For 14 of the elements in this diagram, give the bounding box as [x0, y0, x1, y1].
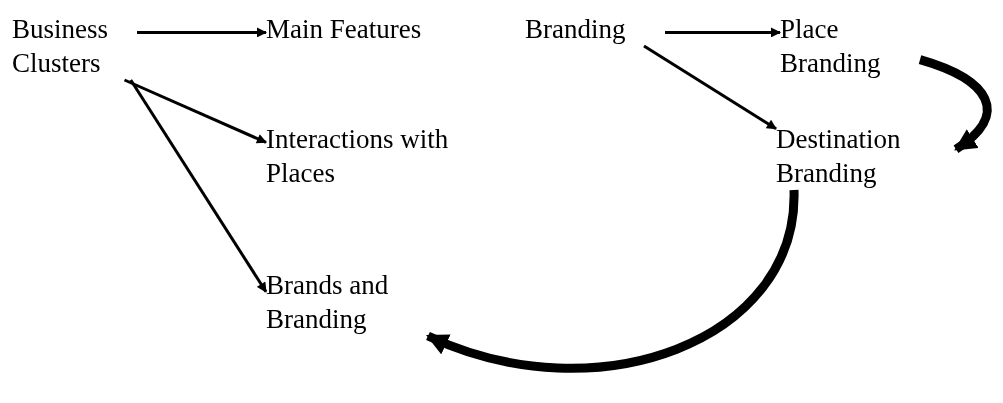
arrow: [137, 27, 267, 38]
node-label: Main Features: [266, 12, 481, 46]
arrow: [129, 79, 268, 293]
arrow: [643, 44, 777, 131]
node-label: Brands and Branding: [266, 268, 446, 336]
node-label: Place Branding: [780, 12, 920, 80]
node-label: Interactions with Places: [266, 122, 471, 190]
arrow: [665, 27, 781, 38]
node-label: Business Clusters: [12, 12, 137, 80]
node-label: Branding: [525, 12, 665, 46]
curved-arrow: [918, 55, 992, 153]
curved-arrow: [425, 189, 799, 373]
arrow: [123, 78, 267, 144]
node-label: Destination Branding: [776, 122, 956, 190]
